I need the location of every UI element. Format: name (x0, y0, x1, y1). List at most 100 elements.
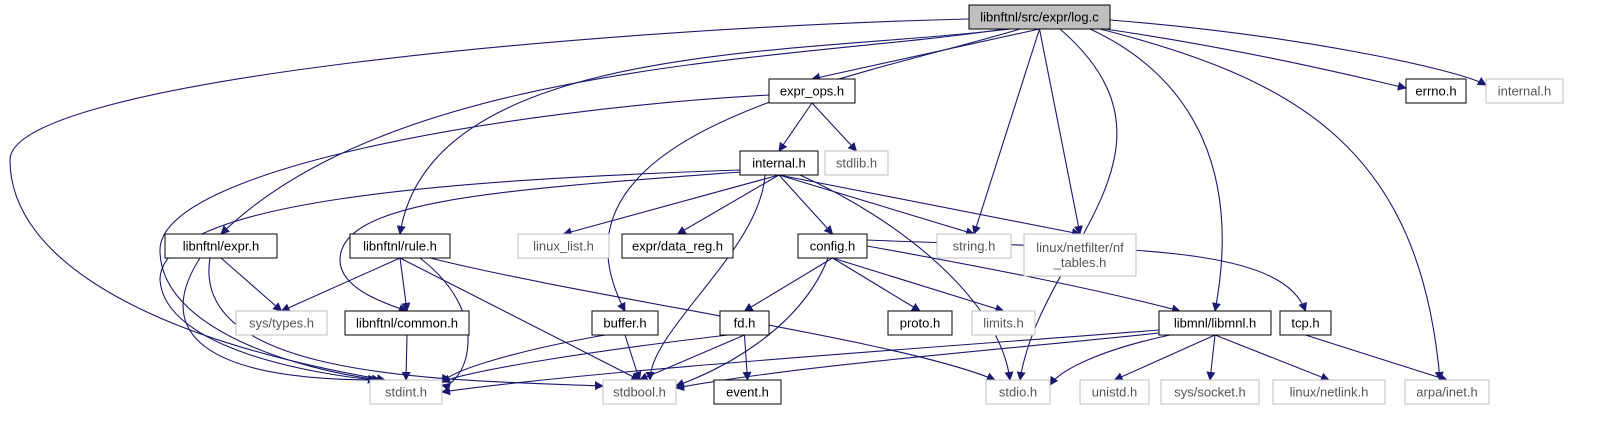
edge-expr_ops-to-internal (778, 102, 813, 152)
edge-nftnl_expr-to-stdbool (208, 257, 604, 391)
edge-root-to-arpa_inet (1099, 28, 1444, 381)
node-box (1404, 379, 1490, 405)
node-errno[interactable]: errno.h (1405, 78, 1467, 104)
node-box (349, 233, 451, 259)
node-box (739, 150, 819, 176)
node-root[interactable]: libnftnl/src/expr/log.c (968, 4, 1111, 30)
node-nftnl_rule[interactable]: libnftnl/rule.h (349, 233, 451, 259)
edge-libmnl-to-stdio (1049, 334, 1171, 386)
node-label: expr/data_reg.h (632, 239, 723, 254)
node-label: stdio.h (999, 385, 1037, 400)
node-buffer[interactable]: buffer.h (591, 310, 659, 336)
node-internal[interactable]: internal.h (739, 150, 819, 176)
node-label: limits.h (983, 316, 1023, 331)
node-box (713, 379, 782, 405)
edge-internal-to-linux_list (562, 174, 780, 237)
node-box (824, 150, 889, 176)
edge-nftnl_rule-to-stdbool (399, 257, 641, 381)
edge-expr_ops-to-stdint (159, 94, 770, 384)
node-box (1160, 379, 1260, 405)
node-box (602, 379, 677, 405)
node-box (887, 310, 953, 336)
node-nftnl_common[interactable]: libnftnl/common.h (344, 310, 470, 336)
node-stdlib: stdlib.h (824, 150, 889, 176)
node-box (344, 310, 470, 336)
edge-libmnl-to-linux_netlink (1214, 334, 1330, 382)
node-label: libmnl/libmnl.h (1174, 316, 1256, 331)
node-label: stdbool.h (613, 385, 666, 400)
file-nodes: libnftnl/src/expr/log.c expr_ops.h errno.h… (164, 4, 1564, 405)
node-label: unistd.h (1092, 385, 1138, 400)
node-internal_sys: internal.h (1485, 78, 1564, 104)
node-label: internal.h (1498, 84, 1551, 99)
dependency-edges (9, 18, 1487, 396)
edge-root-to-errno (1104, 28, 1407, 91)
edge-root-to-stdint (9, 18, 970, 384)
node-label: linux/netfilter/nf (1036, 240, 1124, 255)
node-box (797, 233, 868, 259)
node-box (621, 233, 734, 259)
node-box (985, 379, 1051, 405)
edge-nftnl_rule-to-sys_types (280, 257, 401, 312)
edge-internal-to-nf_tables (778, 174, 1081, 237)
edge-libmnl-to-stdint (441, 329, 1160, 396)
edge-internal-to-data_reg (676, 174, 780, 235)
node-box (1272, 379, 1386, 405)
edge-root-to-nf_tables (1038, 28, 1083, 235)
node-expr_ops[interactable]: expr_ops.h (768, 78, 856, 104)
node-label: internal.h (752, 156, 805, 171)
node-event[interactable]: event.h (713, 379, 782, 405)
node-box (1023, 233, 1137, 277)
node-linux_netlink: linux/netlink.h (1272, 379, 1386, 405)
node-box (936, 233, 1012, 259)
edge-internal-to-nftnl_common (339, 171, 741, 313)
node-libmnl[interactable]: libmnl/libmnl.h (1158, 310, 1272, 336)
node-sys_types: sys/types.h (235, 310, 328, 336)
edge-fd-to-stdbool (638, 334, 745, 381)
node-string: string.h (936, 233, 1012, 259)
node-label: stdlib.h (836, 156, 877, 171)
node-label: proto.h (900, 316, 940, 331)
node-arpa_inet: arpa/inet.h (1404, 379, 1490, 405)
node-config[interactable]: config.h (797, 233, 868, 259)
edge-root-to-internal_sys (1109, 19, 1487, 86)
edge-nftnl_common-to-stdint (401, 334, 411, 381)
edge-config-to-stdbool (675, 257, 829, 388)
edge-nftnl_expr-to-sys_types (220, 257, 283, 312)
node-box (517, 233, 610, 259)
node-box (1405, 78, 1467, 104)
edge-root-to-string (972, 28, 1041, 235)
node-label: arpa/inet.h (1416, 385, 1477, 400)
edge-config-to-fd (743, 257, 833, 312)
node-box (164, 233, 278, 259)
node-label: stdint.h (385, 385, 427, 400)
node-tcp[interactable]: tcp.h (1279, 310, 1332, 336)
node-box (968, 4, 1111, 30)
node-box (369, 379, 443, 405)
node-label: libnftnl/common.h (356, 316, 458, 331)
node-box (1079, 379, 1150, 405)
node-sys_socket: sys/socket.h (1160, 379, 1260, 405)
edge-config-to-libmnl (866, 245, 1181, 314)
node-stdint: stdint.h (369, 379, 443, 405)
edge-nftnl_expr-to-stdint (182, 257, 379, 385)
node-fd[interactable]: fd.h (719, 310, 770, 336)
node-stdbool: stdbool.h (602, 379, 677, 405)
edge-config-to-proto (832, 257, 921, 312)
node-stdio: stdio.h (985, 379, 1051, 405)
edge-fd-to-event (742, 334, 752, 381)
node-box (591, 310, 659, 336)
edge-nftnl_rule-to-nftnl_common (399, 257, 411, 312)
node-data_reg[interactable]: expr/data_reg.h (621, 233, 734, 259)
node-nf_tables: linux/netfilter/nf_tables.h (1023, 233, 1137, 277)
edge-internal-to-stdbool (645, 174, 766, 381)
node-nftnl_expr[interactable]: libnftnl/expr.h (164, 233, 278, 259)
edge-libmnl-to-unistd (1113, 334, 1216, 381)
edge-root-to-expr_ops (811, 28, 1040, 82)
node-box (768, 78, 856, 104)
node-unistd: unistd.h (1079, 379, 1150, 405)
node-label: libnftnl/rule.h (363, 239, 437, 254)
node-proto[interactable]: proto.h (887, 310, 953, 336)
node-box (235, 310, 328, 336)
